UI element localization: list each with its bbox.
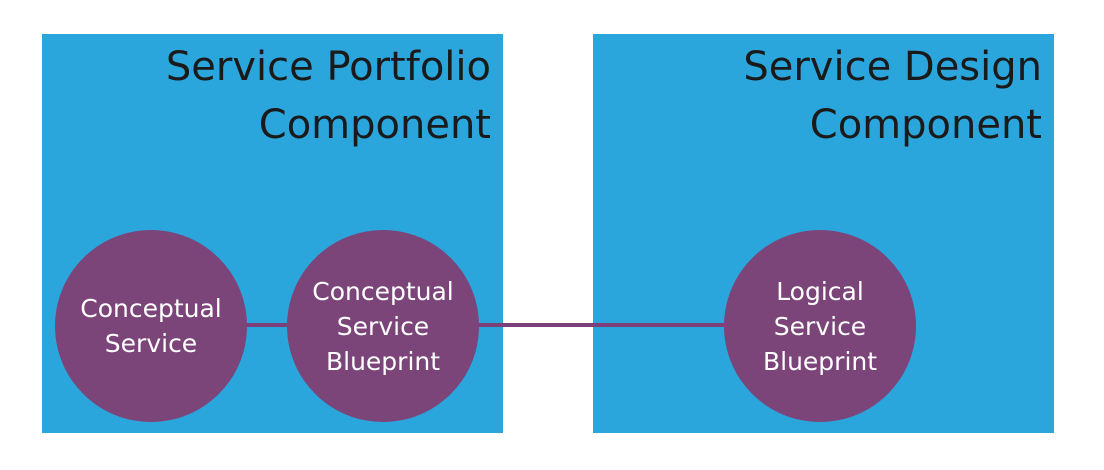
service-design-component-title: Service Design Component — [743, 38, 1042, 154]
service-design-component-panel: Service Design Component — [593, 34, 1054, 433]
node-label-line: Service — [773, 311, 867, 341]
node-label-line: Service — [336, 311, 430, 341]
service-portfolio-component-title: Service Portfolio Component — [166, 38, 491, 154]
panel-title-line: Service Design — [743, 44, 1042, 90]
logical-service-blueprint-node: Logical Service Blueprint — [724, 230, 916, 422]
node-label-line: Blueprint — [325, 346, 441, 376]
connector-conceptual-service-to-blueprint — [240, 323, 300, 327]
connector-conceptual-blueprint-to-logical-blueprint — [478, 323, 733, 327]
conceptual-service-node: Conceptual Service — [55, 230, 247, 422]
panel-title-line: Service Portfolio — [165, 44, 491, 90]
node-label-line: Blueprint — [762, 346, 878, 376]
panel-title-line: Component — [258, 102, 491, 148]
conceptual-service-blueprint-node: Conceptual Service Blueprint — [287, 230, 479, 422]
node-label-line: Logical — [776, 276, 864, 306]
node-label-line: Conceptual — [312, 276, 454, 306]
node-label-line: Conceptual — [80, 294, 222, 323]
panel-title-line: Component — [809, 102, 1042, 148]
node-label-line: Service — [104, 329, 198, 358]
